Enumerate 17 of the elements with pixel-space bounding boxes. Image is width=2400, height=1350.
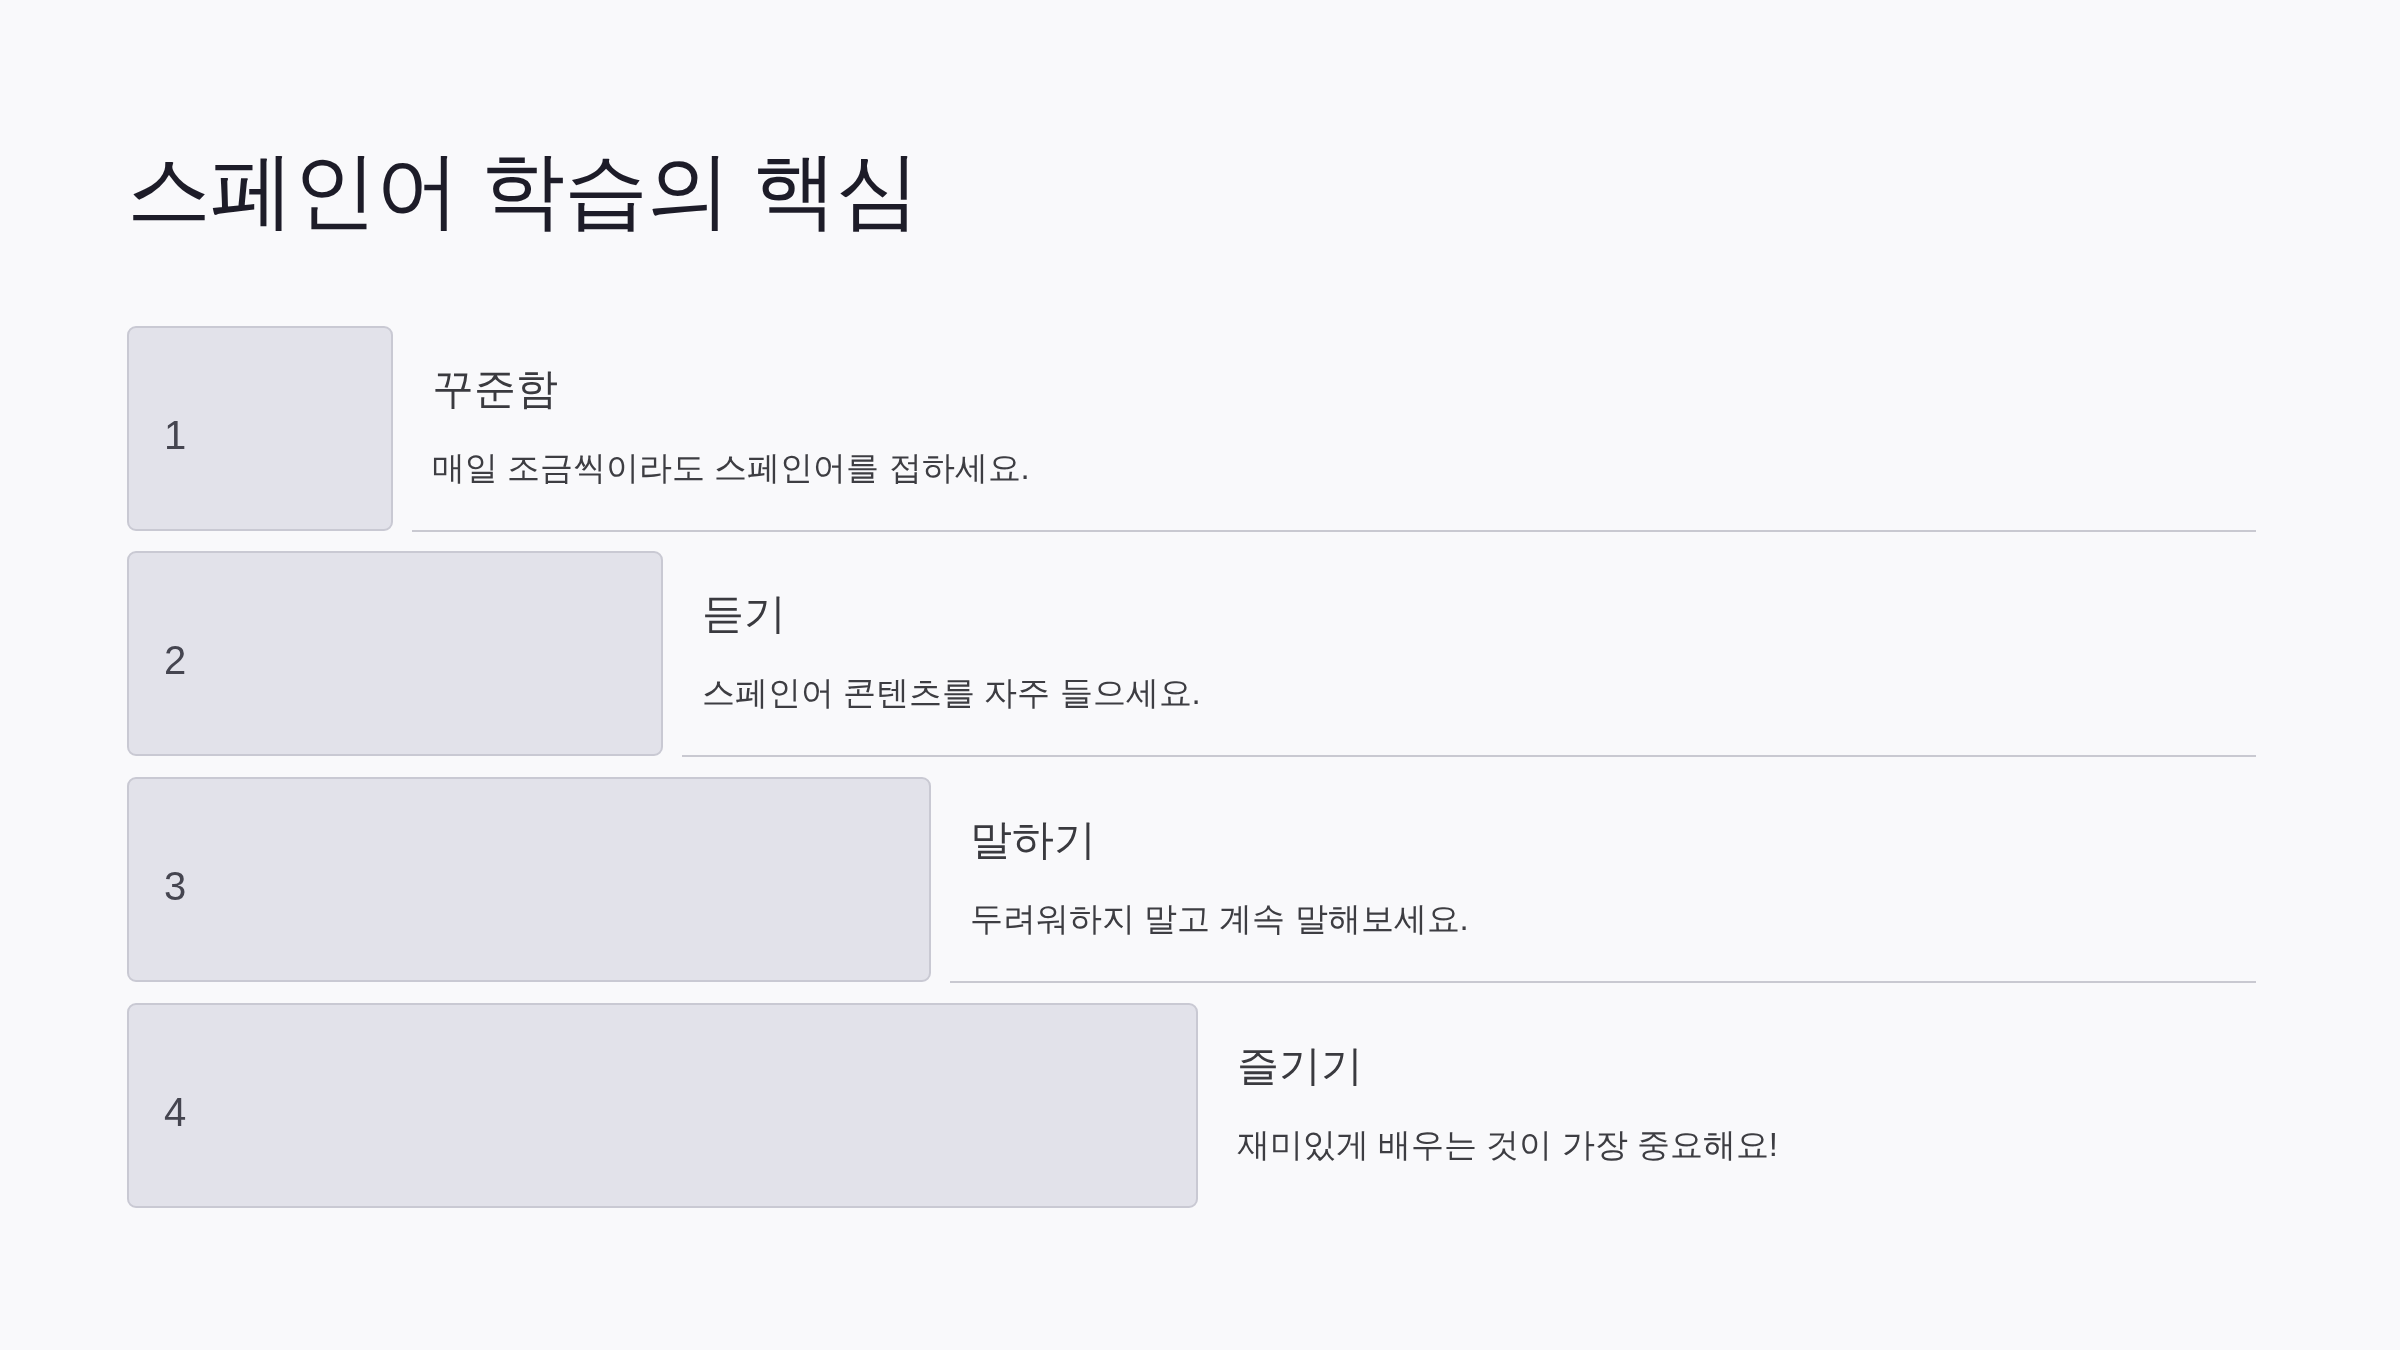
step-number: 2	[164, 639, 187, 680]
step-number: 4	[164, 1091, 187, 1132]
step-number: 1	[164, 414, 187, 455]
step-heading: 듣기	[702, 589, 786, 639]
step-heading: 말하기	[970, 815, 1096, 865]
step-box	[127, 777, 931, 982]
title: 스페인어 학습의 핵심	[127, 142, 919, 239]
step-description: 두려워하지 말고 계속 말해보세요.	[970, 899, 1469, 939]
step-box	[127, 326, 393, 531]
step-description: 재미있게 배우는 것이 가장 중요해요!	[1237, 1125, 1778, 1165]
step-number: 3	[164, 865, 187, 906]
step-heading: 꾸준함	[432, 364, 558, 414]
step-box	[127, 551, 663, 756]
step-description: 스페인어 콘텐츠를 자주 들으세요.	[702, 673, 1201, 713]
step-description: 매일 조금씩이라도 스페인어를 접하세요.	[432, 448, 1030, 488]
step-heading: 즐기기	[1237, 1041, 1363, 1091]
step-box	[127, 1003, 1198, 1208]
